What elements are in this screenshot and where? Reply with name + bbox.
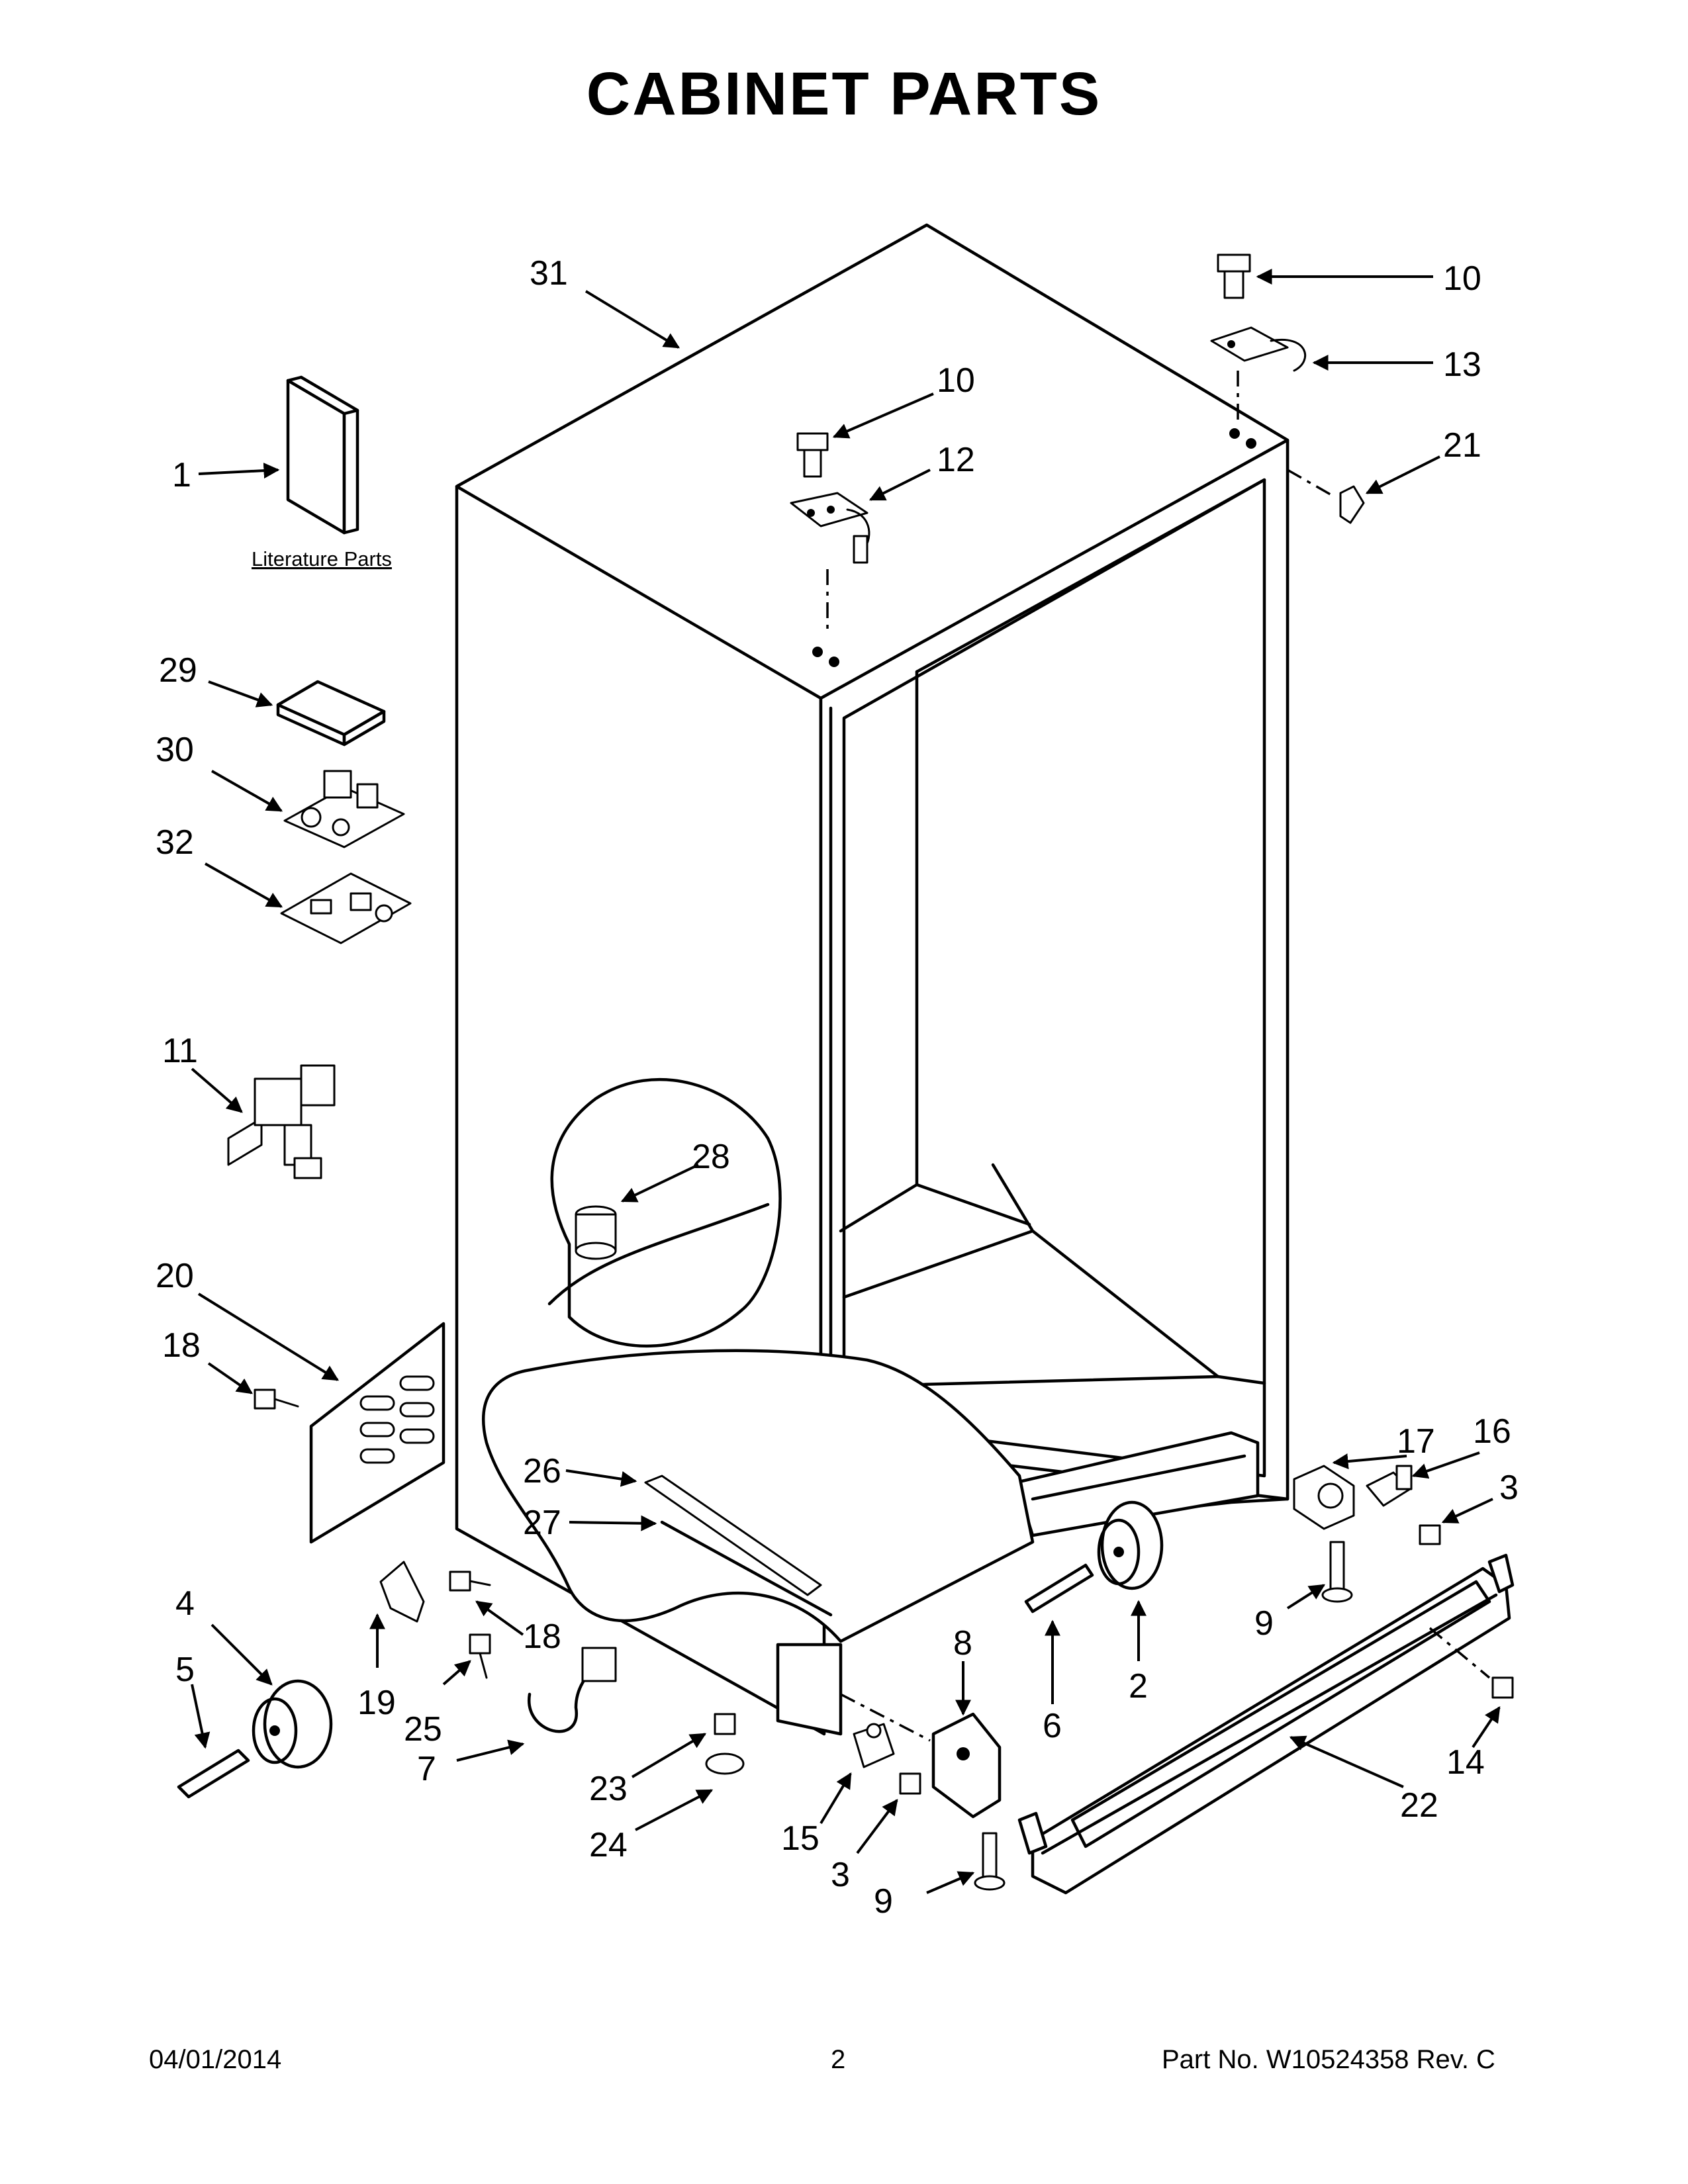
callout-30: 30: [156, 731, 194, 769]
callout-9-center: 9: [874, 1882, 893, 1921]
part-28-grommet: [575, 1205, 617, 1260]
callout-15: 15: [781, 1819, 820, 1858]
callout-5: 5: [175, 1651, 195, 1689]
footer-part-number: Part No. W10524358 Rev. C: [1162, 2045, 1495, 2074]
callout-23: 23: [589, 1770, 628, 1808]
literature-parts-label: Literature Parts: [252, 547, 392, 570]
part-9-leg-a: [974, 1832, 1006, 1891]
callout-17: 17: [1397, 1422, 1435, 1461]
part-15-plate: [853, 1723, 895, 1768]
callout-28: 28: [692, 1138, 730, 1176]
callout-8: 8: [953, 1624, 972, 1662]
part-8-hinge-bracket: [840, 1693, 1002, 1819]
callout-31: 31: [530, 254, 568, 293]
part-4-wheel: [252, 1679, 333, 1769]
part-26-tube: [644, 1475, 822, 1596]
part-20-grille: [309, 1322, 445, 1544]
callout-4: 4: [175, 1584, 195, 1623]
callout-9-right: 9: [1254, 1604, 1274, 1643]
part-6-pin: [1024, 1563, 1094, 1614]
part-32-board: [280, 872, 412, 944]
part-3-screw-a: [899, 1772, 921, 1795]
callout-14: 14: [1446, 1743, 1485, 1782]
callout-2: 2: [1129, 1667, 1148, 1706]
part-19-bracket: [379, 1561, 425, 1623]
footer-date: 04/01/2014: [149, 2045, 282, 2074]
callout-29: 29: [159, 651, 197, 690]
literature-booklet: [286, 375, 359, 535]
page-title: CABINET PARTS: [586, 60, 1102, 128]
part-7-drain-tube: [528, 1647, 617, 1733]
callout-25: 25: [404, 1710, 442, 1749]
part-27-rod: [660, 1520, 833, 1617]
callout-32: 32: [156, 823, 194, 862]
callout-3-right: 3: [1499, 1469, 1519, 1507]
top-hinge-left: [790, 432, 870, 667]
part-16-bracket: [1366, 1465, 1413, 1507]
part-5-axle: [177, 1749, 250, 1799]
callout-11: 11: [162, 1032, 198, 1070]
part-18-screw-b: [449, 1570, 491, 1592]
footer-page-number: 2: [831, 2045, 846, 2074]
part-2-wheel: [1097, 1500, 1164, 1590]
part-3-screw-b: [1419, 1524, 1441, 1545]
callout-6: 6: [1043, 1707, 1062, 1745]
callout-16: 16: [1473, 1412, 1511, 1451]
callout-7: 7: [417, 1750, 436, 1788]
leader-lines: [191, 269, 1501, 1894]
callout-3-center: 3: [831, 1856, 850, 1894]
part-18-screw-a: [254, 1388, 299, 1410]
callout-1: 1: [172, 456, 191, 494]
callout-21: 21: [1443, 426, 1481, 465]
part-17-hinge: [1293, 1465, 1355, 1530]
callout-numbers: 31 10 13 21 1 10 12 29 30 32 11 28 20 18…: [156, 254, 1519, 1921]
callout-13: 13: [1443, 345, 1481, 384]
callout-10-left: 10: [937, 361, 975, 400]
callout-20: 20: [156, 1257, 194, 1295]
part-29-cover: [276, 680, 386, 747]
callout-22: 22: [1400, 1786, 1438, 1825]
callout-18-center: 18: [523, 1617, 561, 1656]
part-22-base-grille: [1017, 1553, 1515, 1895]
part-23-screw: [714, 1713, 736, 1735]
part-25-screw: [469, 1633, 491, 1679]
top-hinge-right: [1210, 253, 1306, 449]
callout-18-left: 18: [162, 1326, 201, 1365]
part-24-leveler: [705, 1752, 745, 1775]
callout-19: 19: [357, 1684, 396, 1722]
part-21-clip: [1287, 469, 1365, 524]
part-14-screw: [1429, 1627, 1514, 1699]
callout-10-right: 10: [1443, 259, 1481, 298]
callout-26: 26: [523, 1452, 561, 1490]
part-30-board: [283, 770, 405, 848]
part-11-valve: [227, 1064, 336, 1179]
callout-24: 24: [589, 1826, 628, 1864]
cabinet-shell: [455, 223, 1289, 1736]
part-9-leg-b: [1321, 1541, 1353, 1603]
callout-27: 27: [523, 1504, 561, 1542]
callout-12: 12: [937, 441, 975, 479]
